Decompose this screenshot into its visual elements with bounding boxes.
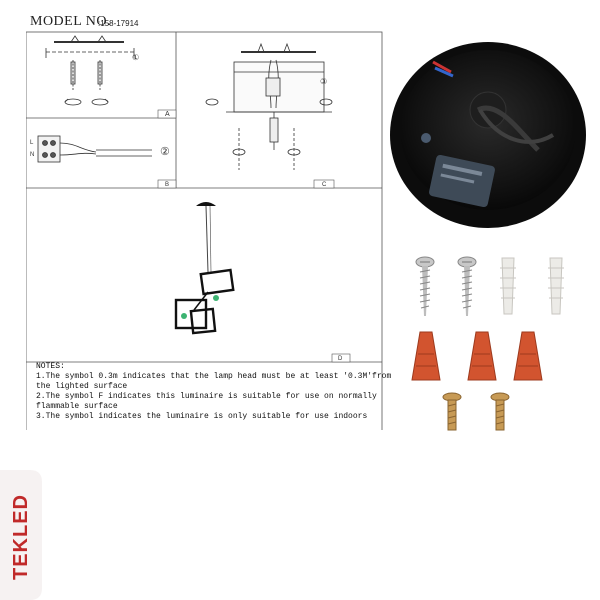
notes-title: NOTES: xyxy=(36,362,65,371)
panel-d-label: D xyxy=(338,356,343,362)
notes-section: NOTES: 1.The symbol 0.3m indicates that … xyxy=(36,362,392,422)
brand-logo: TEKLED xyxy=(10,494,32,580)
pendant-lamp-drawing xyxy=(174,202,235,335)
panel-a-drawing xyxy=(45,35,135,106)
ceiling-canopy-image xyxy=(390,42,586,228)
sheet-frame xyxy=(26,31,383,430)
wire-nut-1 xyxy=(411,331,441,381)
brass-screw-1 xyxy=(442,392,462,431)
note-3: 3.The symbol indicates the luminaire is … xyxy=(36,412,368,421)
note-1-cont: the lighted surface xyxy=(36,382,128,391)
wire-nut-3 xyxy=(513,331,543,381)
terminal-n-label: N xyxy=(30,152,34,158)
wall-anchor-2 xyxy=(548,257,564,315)
panel-b-drawing xyxy=(37,135,152,163)
panel-b-label: B xyxy=(165,182,169,188)
model-number: :158-17914 xyxy=(98,19,139,28)
panel-a-step: ① xyxy=(132,53,139,62)
panel-c-drawing xyxy=(205,42,333,170)
mounting-screw-2 xyxy=(457,256,477,316)
brand-logo-background xyxy=(0,470,42,600)
note-1: 1.The symbol 0.3m indicates that the lam… xyxy=(36,372,392,381)
panel-b-step: ② xyxy=(160,146,170,158)
wire-nut-2 xyxy=(467,331,497,381)
model-label: MODEL NO. xyxy=(30,14,111,29)
brass-screw-2 xyxy=(490,392,510,431)
panel-a-label: A xyxy=(165,111,170,118)
instruction-sheet: ① A L N ② B ③ C xyxy=(26,31,383,430)
wall-anchor-1 xyxy=(500,257,516,315)
panel-c-label: C xyxy=(322,182,327,188)
terminal-l-label: L xyxy=(30,140,34,146)
mounting-screw-1 xyxy=(415,256,435,316)
note-2-cont: flammable surface xyxy=(36,402,118,411)
note-2: 2.The symbol F indicates this luminaire … xyxy=(36,392,377,401)
panel-c-step: ③ xyxy=(320,77,327,86)
